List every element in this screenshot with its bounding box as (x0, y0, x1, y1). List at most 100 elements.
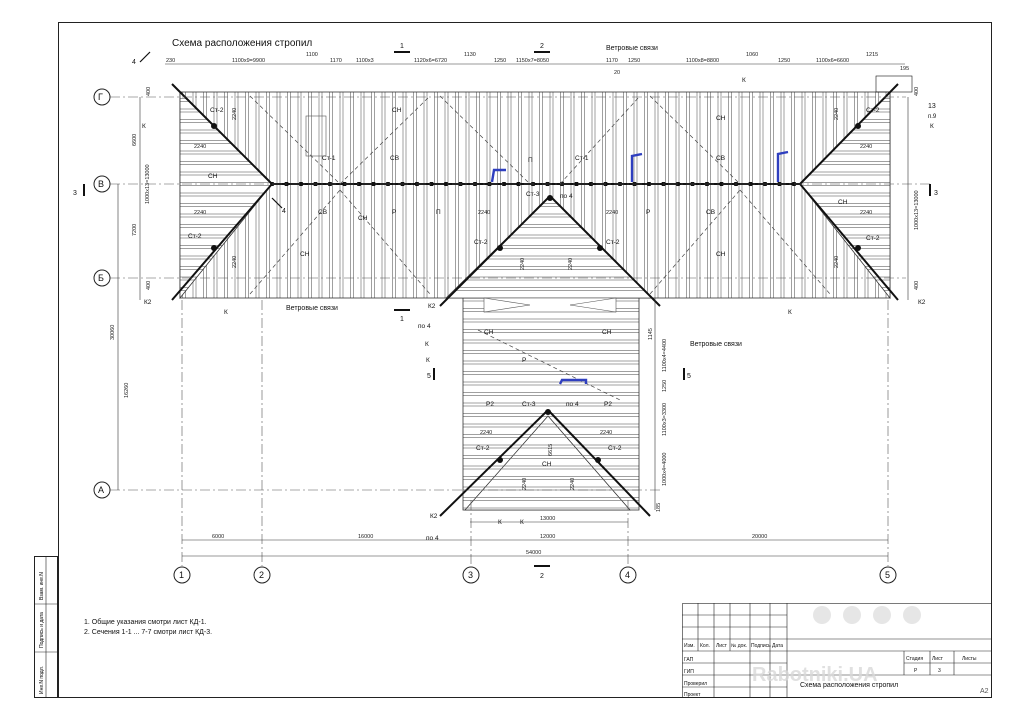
svg-text:400: 400 (914, 87, 920, 96)
svg-text:400: 400 (914, 281, 920, 290)
ridge-node (516, 182, 521, 186)
svg-text:по 4: по 4 (418, 323, 431, 330)
sheet-format: А2 (980, 688, 989, 695)
svg-text:К: К (742, 77, 746, 84)
svg-text:Р: Р (392, 209, 396, 216)
svg-text:20000: 20000 (752, 534, 767, 540)
svg-text:К: К (224, 309, 228, 316)
svg-text:Проверил: Проверил (684, 681, 707, 687)
section-mark-4-top: 4 (132, 51, 151, 66)
svg-text:А: А (98, 485, 104, 495)
svg-text:Ст-2: Ст-2 (210, 107, 224, 114)
svg-text:Подпись и дата: Подпись и дата (39, 612, 45, 648)
svg-text:2240: 2240 (568, 258, 574, 270)
svg-text:Проект: Проект (684, 692, 701, 698)
section-mark-1-bottom: 1 (394, 309, 410, 323)
svg-text:Ст-2: Ст-2 (866, 235, 880, 242)
ridge-node (444, 182, 448, 186)
svg-text:Лист: Лист (716, 643, 728, 649)
svg-text:Ст-2: Ст-2 (474, 239, 488, 246)
svg-text:Изм.: Изм. (684, 643, 695, 649)
svg-text:1250: 1250 (662, 380, 668, 392)
svg-text:по 4: по 4 (560, 193, 573, 200)
svg-text:1250: 1250 (494, 58, 506, 64)
section-mark-4-mid: 4 (271, 197, 286, 215)
axis-marker-4: 4 (619, 566, 637, 584)
svg-text:2240: 2240 (232, 108, 238, 120)
svg-text:13000: 13000 (540, 516, 555, 522)
drawing-frame (58, 22, 992, 698)
svg-text:по 4: по 4 (426, 535, 439, 542)
svg-text:Р: Р (646, 209, 650, 216)
svg-text:СН: СН (358, 215, 368, 222)
svg-text:СВ: СВ (390, 155, 399, 162)
svg-text:1: 1 (179, 570, 184, 580)
svg-text:2240: 2240 (520, 258, 526, 270)
svg-text:К: К (425, 341, 429, 348)
svg-text:1000x4=4000: 1000x4=4000 (662, 453, 668, 487)
svg-text:Инв.N подл.: Инв.N подл. (39, 666, 45, 694)
svg-text:4: 4 (282, 208, 286, 215)
ridge-node (719, 182, 724, 186)
svg-text:СН: СН (542, 461, 552, 468)
svg-text:1: 1 (400, 43, 404, 50)
svg-text:СВ: СВ (318, 209, 327, 216)
svg-text:400: 400 (146, 281, 152, 290)
highlighted-openings (490, 150, 789, 385)
svg-text:Ст-1: Ст-1 (322, 155, 336, 162)
section-marks: 1 2 4 3 3 4 1 5 5 2 13п.9 (73, 43, 938, 580)
svg-text:Ст-2: Ст-2 (608, 445, 622, 452)
svg-text:Ст-2: Ст-2 (606, 239, 620, 246)
wind-bracing (249, 95, 831, 401)
svg-text:2240: 2240 (834, 256, 840, 268)
svg-text:К2: К2 (144, 299, 152, 306)
axis-marker-2: 2 (253, 566, 271, 584)
title-block: Изм. Кол. Лист № док. Подпись Дата ГАП Г… (682, 603, 992, 698)
svg-text:2240: 2240 (570, 478, 576, 490)
ridge-node (371, 182, 376, 186)
svg-text:№ док.: № док. (731, 643, 747, 649)
svg-text:Р: Р (522, 357, 526, 364)
wind-label-wing: Ветровые связи (690, 341, 742, 348)
svg-text:2240: 2240 (522, 478, 528, 490)
ridge-node (748, 182, 753, 186)
svg-text:30060: 30060 (110, 325, 116, 340)
svg-text:2240: 2240 (600, 430, 612, 436)
svg-text:СН: СН (392, 107, 402, 114)
svg-text:2: 2 (259, 570, 264, 580)
svg-text:К: К (930, 123, 934, 130)
dimension-lines (117, 63, 909, 557)
section-mark-3-right: 3 (929, 184, 938, 197)
svg-text:12000: 12000 (540, 534, 555, 540)
svg-text:4: 4 (132, 59, 136, 66)
axis-marker-A: А (93, 481, 111, 499)
svg-text:СВ: СВ (716, 155, 725, 162)
svg-text:СВ: СВ (706, 209, 715, 216)
svg-text:1060: 1060 (746, 52, 758, 58)
hip-nodes (211, 123, 861, 463)
side-stamp: Взам. инв.N Подпись и дата Инв.N подл. (34, 556, 58, 698)
bottom-dimensions: 6000 16000 12000 20000 54000 13000 (212, 516, 767, 556)
svg-text:1100x3=3300: 1100x3=3300 (662, 403, 668, 436)
svg-text:6615: 6615 (548, 444, 554, 456)
svg-text:16000: 16000 (358, 534, 373, 540)
svg-text:1100x8=8800: 1100x8=8800 (686, 58, 719, 64)
svg-text:К2: К2 (430, 513, 438, 520)
svg-text:1100: 1100 (306, 52, 318, 58)
svg-text:1170: 1170 (330, 58, 342, 64)
svg-text:СН: СН (484, 329, 494, 336)
svg-text:К: К (520, 519, 524, 526)
svg-text:П: П (528, 157, 533, 164)
svg-text:СН: СН (838, 199, 848, 206)
svg-text:230: 230 (166, 58, 175, 64)
svg-text:1170: 1170 (606, 58, 618, 64)
svg-text:3: 3 (468, 570, 473, 580)
svg-text:Взам. инв.N: Взам. инв.N (39, 572, 45, 600)
svg-text:2240: 2240 (860, 144, 872, 150)
svg-text:2240: 2240 (606, 210, 618, 216)
svg-text:1100x6=6600: 1100x6=6600 (816, 58, 849, 64)
element-labels: Ст-2 Ст-2 Ст-1 Ст-1 Ст-2 Ст-2 Ст-3 Ст-3 … (142, 77, 934, 542)
section-mark-3-left: 3 (73, 184, 85, 197)
svg-text:1130: 1130 (464, 52, 476, 58)
